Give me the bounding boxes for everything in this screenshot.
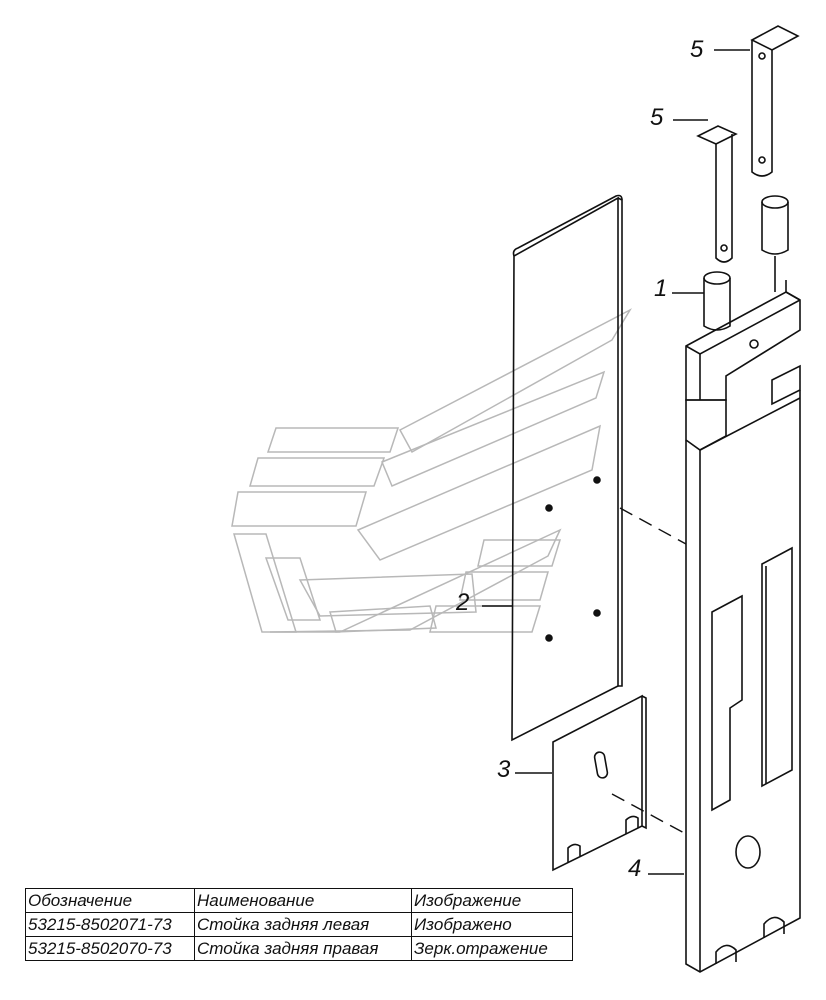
callout-1: 1: [654, 275, 668, 302]
header-image: Изображение: [411, 888, 573, 913]
callout-4: 4: [628, 855, 642, 882]
cell-image: Изображено: [411, 912, 573, 937]
hole-icon: [720, 244, 728, 252]
hole-icon: [758, 156, 766, 164]
table-row: 53215-8502071-73 Стойка задняя левая Изо…: [25, 912, 573, 937]
part-1-sleeve: [703, 195, 789, 331]
cell-name: Стойка задняя левая: [194, 912, 412, 937]
callout-3: 3: [497, 756, 511, 783]
part-4-post: [685, 280, 801, 973]
leader-lines: [482, 49, 750, 875]
part-2-plate: [511, 194, 623, 742]
hole-icon: [593, 609, 601, 617]
cell-designation: 53215-8502071-73: [25, 912, 195, 937]
kamaz-logo-watermark: [231, 308, 633, 633]
part-3-pad: [552, 694, 647, 872]
table-row: 53215-8502070-73 Стойка задняя правая Зе…: [25, 936, 573, 961]
callout-2: 2: [456, 589, 470, 616]
hole-icon: [545, 634, 553, 642]
table-header-row: Обозначение Наименование Изображение: [25, 888, 573, 913]
cell-name: Стойка задняя правая: [194, 936, 412, 961]
hole-icon: [749, 339, 759, 349]
hole-icon: [758, 52, 766, 60]
hole-icon: [593, 476, 601, 484]
callout-5-lower: 5: [650, 104, 664, 131]
part-5-clip: [696, 25, 800, 263]
cell-designation: 53215-8502070-73: [25, 936, 195, 961]
hole-icon: [545, 504, 553, 512]
header-name: Наименование: [194, 888, 412, 913]
parts-table: Обозначение Наименование Изображение 532…: [25, 888, 573, 961]
header-designation: Обозначение: [25, 888, 195, 913]
callout-5-upper: 5: [690, 36, 704, 63]
cell-image: Зерк.отражение: [411, 936, 573, 961]
